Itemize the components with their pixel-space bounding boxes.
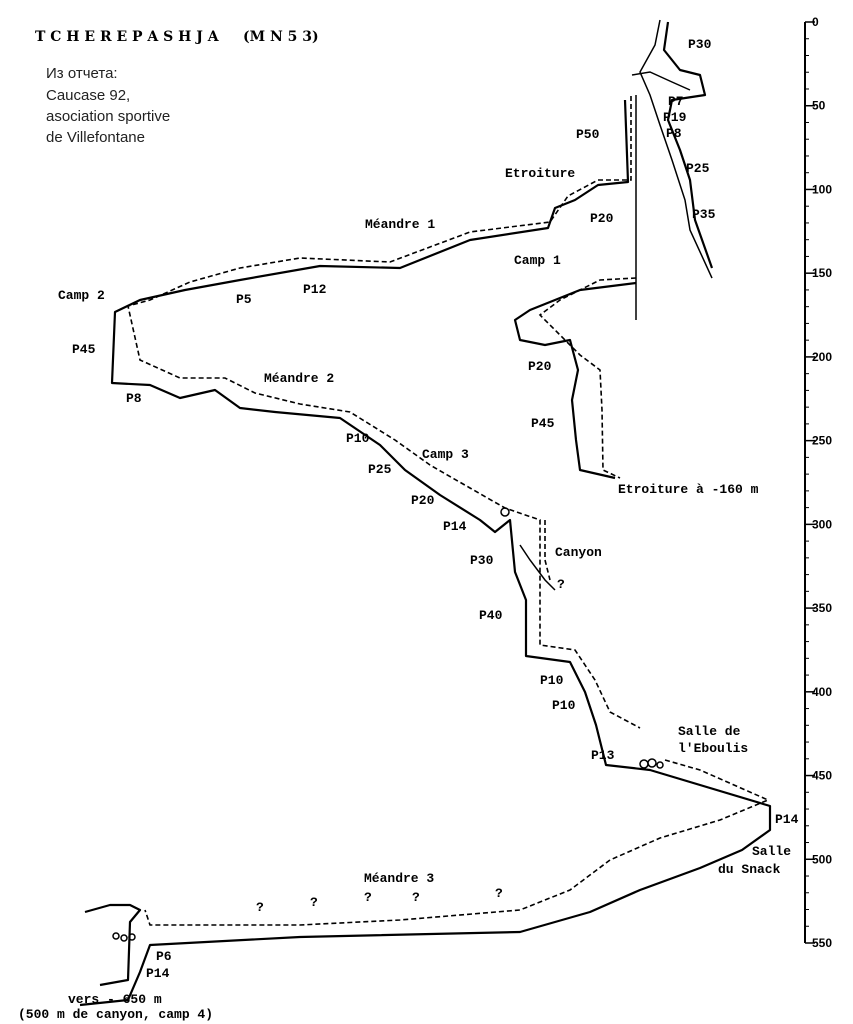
scale-tick-label: 400 [812, 685, 832, 699]
note-line: Из отчета: [46, 65, 118, 82]
label-p45-left: P45 [72, 342, 96, 357]
main-wall-dashed [127, 96, 641, 729]
label-p35: P35 [692, 207, 716, 222]
label-p25: P25 [368, 462, 392, 477]
label-question: ? [412, 890, 420, 905]
scale-tick-label: 50 [812, 99, 826, 113]
branch-wall [513, 281, 637, 480]
cave-passages [79, 19, 772, 1007]
upper-shaft-wall [631, 71, 691, 91]
label-etroiture: Etroiture [505, 166, 575, 181]
label-question: ? [310, 895, 318, 910]
label-salle-snack: Salle [752, 844, 791, 859]
branch-wall-dashed [538, 277, 637, 479]
scale-tick-label: 550 [812, 936, 832, 950]
label-meandre-3: Méandre 3 [364, 871, 434, 886]
scale-tick-label: 150 [812, 266, 832, 280]
boulders [112, 507, 664, 942]
label-p30: P30 [470, 553, 494, 568]
label-vers-650: vers - 650 m [68, 992, 162, 1007]
diagram-title: T C H E R E P A S H J A (M N 5 3) [35, 29, 319, 45]
label-camp-2: Camp 2 [58, 288, 105, 303]
upper-shaft-wall [639, 19, 713, 279]
label-p40: P40 [479, 608, 503, 623]
label-question: ? [557, 577, 565, 592]
label-p30-top: P30 [688, 37, 712, 52]
label-vers-note: (500 m de canyon, camp 4) [18, 1007, 213, 1022]
note-line: de Villefontane [46, 129, 145, 146]
canyon-wall [519, 544, 556, 591]
canyon-wall-dashed [544, 520, 551, 581]
label-meandre-1: Méandre 1 [365, 217, 435, 232]
label-p8-left: P8 [126, 391, 142, 406]
note-line: asociation sportive [46, 108, 170, 125]
main-wall [79, 99, 772, 1007]
label-p10-c: P10 [552, 698, 576, 713]
label-p6: P6 [156, 949, 172, 964]
label-p13: P13 [591, 748, 615, 763]
label-salle-eboulis: Salle de [678, 724, 741, 739]
scale-tick-label: 350 [812, 601, 832, 615]
label-p45-right: P45 [531, 416, 555, 431]
label-p5: P5 [236, 292, 252, 307]
label-p14: P14 [443, 519, 467, 534]
depth-scale: 0 50 100 150 200 250 300 350 400 450 500 550 [804, 15, 832, 950]
label-p10-b: P10 [540, 673, 564, 688]
scale-tick-label: 200 [812, 350, 832, 364]
label-meandre-2: Méandre 2 [264, 371, 334, 386]
label-p7: P7 [668, 94, 684, 109]
label-p14-bottom: P14 [146, 966, 170, 981]
scale-tick-label: 500 [812, 852, 832, 866]
label-p12: P12 [303, 282, 327, 297]
scale-tick-label: 100 [812, 182, 832, 196]
scale-tick-label: 0 [812, 15, 819, 29]
label-question: ? [256, 900, 264, 915]
label-question: ? [364, 890, 372, 905]
scale-tick-label: 450 [812, 769, 832, 783]
label-p50: P50 [576, 127, 600, 142]
scale-tick-label: 250 [812, 434, 832, 448]
source-note: Из отчета: Caucase 92, asociation sporti… [46, 65, 170, 146]
label-p25-top: P25 [686, 161, 710, 176]
label-p8-top: P8 [666, 126, 682, 141]
lower-wall-dashed [144, 759, 771, 926]
label-etroiture-160: Etroiture à -160 m [618, 482, 759, 497]
label-question: ? [495, 886, 503, 901]
label-salle-snack: du Snack [718, 862, 781, 877]
upper-shaft-wall [662, 21, 714, 269]
label-canyon: Canyon [555, 545, 602, 560]
label-p20-a: P20 [590, 211, 614, 226]
note-line: Caucase 92, [46, 87, 130, 104]
label-p19: P19 [663, 110, 687, 125]
label-p20-c: P20 [411, 493, 435, 508]
label-salle-eboulis: l'Eboulis [678, 741, 748, 756]
label-p14-right: P14 [775, 812, 799, 827]
label-camp-1: Camp 1 [514, 253, 561, 268]
label-p20-b: P20 [528, 359, 552, 374]
label-p10-a: P10 [346, 431, 370, 446]
label-camp-3: Camp 3 [422, 447, 469, 462]
terminal-wall [84, 903, 142, 987]
scale-tick-label: 300 [812, 517, 832, 531]
passage-labels: P30 P7 P19 P8 P50 P25 P35 Etroiture P20 … [18, 37, 799, 1022]
